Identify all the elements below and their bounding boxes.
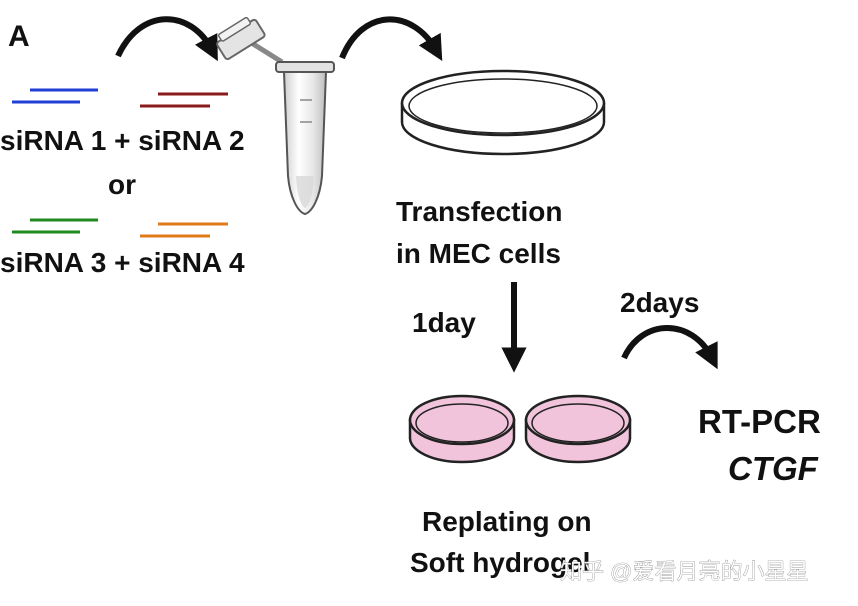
microcentrifuge-tube-icon (216, 16, 335, 216)
soft-hydrogel-label: Soft hydrogel (410, 547, 590, 578)
two-days-label: 2days (620, 287, 699, 318)
culture-dish-icon (400, 69, 606, 156)
sirna-pair-2-label: siRNA 3 + siRNA 4 (0, 247, 245, 278)
hydrogel-dish-icon (408, 394, 516, 464)
sirna1-duplex-icon (12, 88, 98, 104)
sirna3-duplex-icon (12, 218, 98, 234)
one-day-label: 1day (412, 307, 476, 338)
curved-arrow-icon (115, 16, 218, 62)
or-label: or (108, 169, 136, 200)
sirna-pair-1-label: siRNA 1 + siRNA 2 (0, 125, 245, 156)
transfection-label: Transfection (396, 196, 562, 227)
panel-label: A (8, 20, 30, 53)
ctgf-gene-label: CTGF (728, 450, 819, 487)
transfection-cells-label: in MEC cells (396, 238, 561, 269)
sirna4-duplex-icon (140, 222, 228, 238)
hydrogel-dish-icon (524, 394, 632, 464)
watermark-text: 知乎 @爱看月亮的小星星 (560, 559, 808, 584)
curved-arrow-icon (339, 16, 443, 61)
curved-arrow-icon (621, 325, 718, 370)
replating-label: Replating on (422, 506, 592, 537)
rt-pcr-label: RT-PCR (698, 403, 821, 440)
sirna2-duplex-icon (140, 92, 228, 108)
